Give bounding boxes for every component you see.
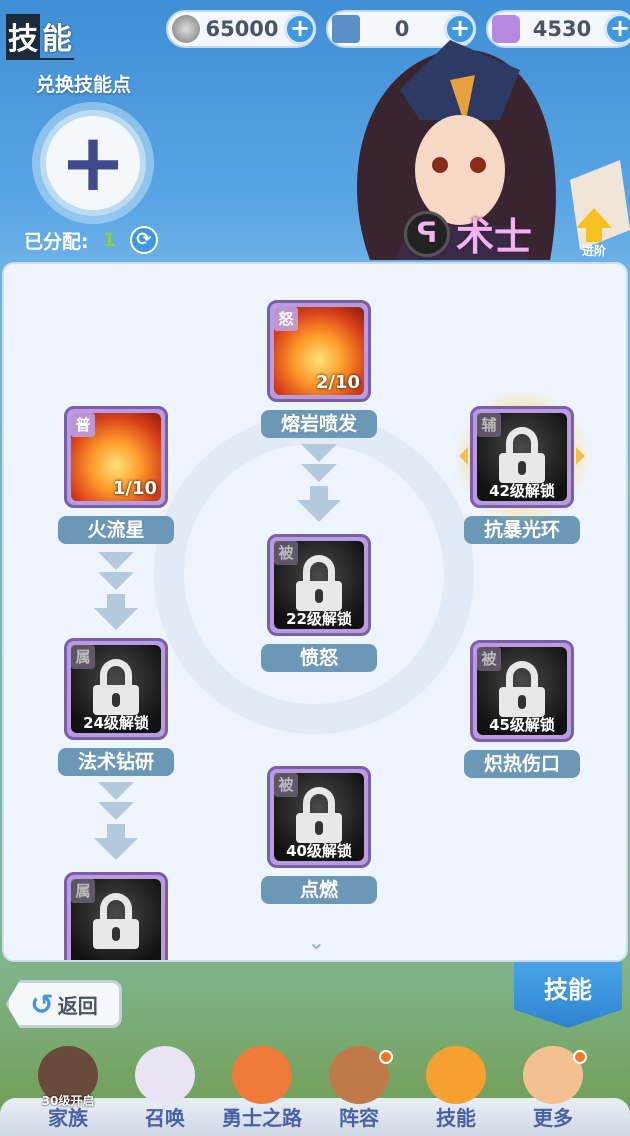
skill-node[interactable]: 怒 2/10 熔岩喷发 bbox=[261, 300, 377, 438]
lock-icon bbox=[93, 659, 139, 715]
unlock-level: 40级解锁 bbox=[286, 842, 352, 860]
reset-points-button[interactable]: ⟳ bbox=[129, 226, 158, 254]
bottom-nav bbox=[0, 1098, 630, 1136]
nav-label: 家族 bbox=[48, 1106, 88, 1130]
nav-label: 召唤 bbox=[145, 1106, 185, 1130]
skill-name: 法术钻研 bbox=[58, 748, 174, 776]
active-tab-flag: 技能 bbox=[514, 962, 622, 1028]
nav-label: 更多 bbox=[533, 1106, 573, 1130]
back-arrow-icon: ↺ bbox=[30, 987, 54, 1021]
class-icon: ᕋ bbox=[404, 210, 450, 257]
skill-node[interactable]: 属 24级解锁法术钻研 bbox=[58, 638, 174, 776]
back-button[interactable]: ↺返回 bbox=[6, 980, 122, 1028]
nav-icon bbox=[135, 1046, 195, 1104]
skill-type-tag: 怒 bbox=[274, 307, 298, 331]
nav-item-3[interactable]: 阵容 bbox=[311, 1046, 407, 1131]
skill-node[interactable]: 普 1/10 火流星 bbox=[58, 406, 174, 544]
nav-item-5[interactable]: 更多 bbox=[505, 1046, 601, 1131]
notification-dot bbox=[573, 1050, 587, 1064]
skill-icon[interactable]: 被 45级解锁 bbox=[470, 640, 574, 742]
gem-resource: 4530+ bbox=[486, 10, 630, 48]
exchange-label: 兑换技能点 bbox=[36, 74, 132, 96]
plus-icon: + bbox=[59, 116, 127, 209]
nav-label: 技能 bbox=[436, 1106, 476, 1130]
nav-item-2[interactable]: 勇士之路 bbox=[214, 1046, 310, 1131]
skill-type-tag: 被 bbox=[274, 773, 298, 797]
unlock-level: 24级解锁 bbox=[83, 714, 149, 732]
lock-icon bbox=[93, 893, 139, 949]
unlock-level: 45级解锁 bbox=[489, 716, 555, 734]
skill-name: 点燃 bbox=[261, 876, 377, 904]
skill-type-tag: 属 bbox=[71, 645, 95, 669]
page-title: 技能 bbox=[6, 14, 74, 60]
skill-name: 愤怒 bbox=[261, 644, 377, 672]
lock-icon bbox=[296, 555, 342, 611]
skill-icon[interactable]: 属 24级解锁 bbox=[64, 638, 168, 740]
skill-type-tag: 被 bbox=[274, 541, 298, 565]
purple-gem-icon bbox=[492, 15, 520, 43]
skill-node[interactable]: 被 40级解锁点燃 bbox=[261, 766, 377, 904]
arrow-down-icon bbox=[94, 552, 138, 636]
skill-icon[interactable]: 被 22级解锁 bbox=[267, 534, 371, 636]
add-silver-button[interactable]: + bbox=[284, 13, 316, 45]
lock-icon bbox=[499, 661, 545, 717]
nav-label: 阵容 bbox=[339, 1106, 379, 1130]
nav-item-1[interactable]: 召唤 bbox=[117, 1046, 213, 1131]
lock-icon bbox=[499, 427, 545, 483]
unlock-level: 42级解锁 bbox=[489, 482, 555, 500]
skill-name: 火流星 bbox=[58, 516, 174, 544]
skill-icon[interactable]: 被 40级解锁 bbox=[267, 766, 371, 868]
arrow-down-icon bbox=[297, 444, 341, 528]
up-arrow-icon bbox=[576, 208, 612, 228]
add-skillbook-button[interactable]: + bbox=[444, 13, 476, 45]
skill-node[interactable]: 属 bbox=[64, 872, 168, 960]
hero-portrait bbox=[357, 40, 630, 260]
nav-item-4[interactable]: 技能 bbox=[408, 1046, 504, 1131]
skill-node[interactable]: 被 22级解锁愤怒 bbox=[261, 534, 377, 672]
skill-icon[interactable]: 怒 2/10 bbox=[267, 300, 371, 402]
allocated-row: 已分配:1⟳ bbox=[24, 226, 158, 254]
skill-node[interactable]: 被 45级解锁炽热伤口 bbox=[464, 640, 580, 778]
skill-type-tag: 普 bbox=[71, 413, 95, 437]
skill-book-icon bbox=[332, 15, 360, 43]
skill-icon[interactable]: 普 1/10 bbox=[64, 406, 168, 508]
notification-dot bbox=[379, 1050, 393, 1064]
skill-name: 炽热伤口 bbox=[464, 750, 580, 778]
advance-button[interactable]: 进阶 bbox=[572, 208, 616, 259]
unlock-level: 22级解锁 bbox=[286, 610, 352, 628]
scroll-down-icon[interactable]: ⌄ bbox=[308, 930, 325, 954]
skill-icon[interactable]: 属 bbox=[64, 872, 168, 960]
nav-icon bbox=[426, 1046, 486, 1104]
nav-lock-text: 30级开启 bbox=[41, 1094, 95, 1108]
exchange-skill-points-button[interactable]: + bbox=[40, 110, 146, 216]
nav-icon bbox=[38, 1046, 98, 1104]
skill-type-tag: 被 bbox=[477, 647, 501, 671]
nav-item-0[interactable]: 30级开启家族 bbox=[20, 1046, 116, 1131]
skill-icon[interactable]: 辅 42级解锁 bbox=[470, 406, 574, 508]
nav-label: 勇士之路 bbox=[222, 1106, 302, 1130]
nav-icon bbox=[232, 1046, 292, 1104]
skill-type-tag: 辅 bbox=[477, 413, 501, 437]
skill-level: 1/10 bbox=[112, 478, 157, 499]
silver-resource: 65000+ bbox=[166, 10, 316, 48]
skill-type-tag: 属 bbox=[71, 879, 95, 903]
add-gem-button[interactable]: + bbox=[604, 13, 630, 45]
silver-coin-icon bbox=[172, 15, 200, 43]
skill-name: 熔岩喷发 bbox=[261, 410, 377, 438]
lock-icon bbox=[296, 787, 342, 843]
arrow-down-icon bbox=[94, 782, 138, 866]
skill-level: 2/10 bbox=[315, 372, 360, 393]
